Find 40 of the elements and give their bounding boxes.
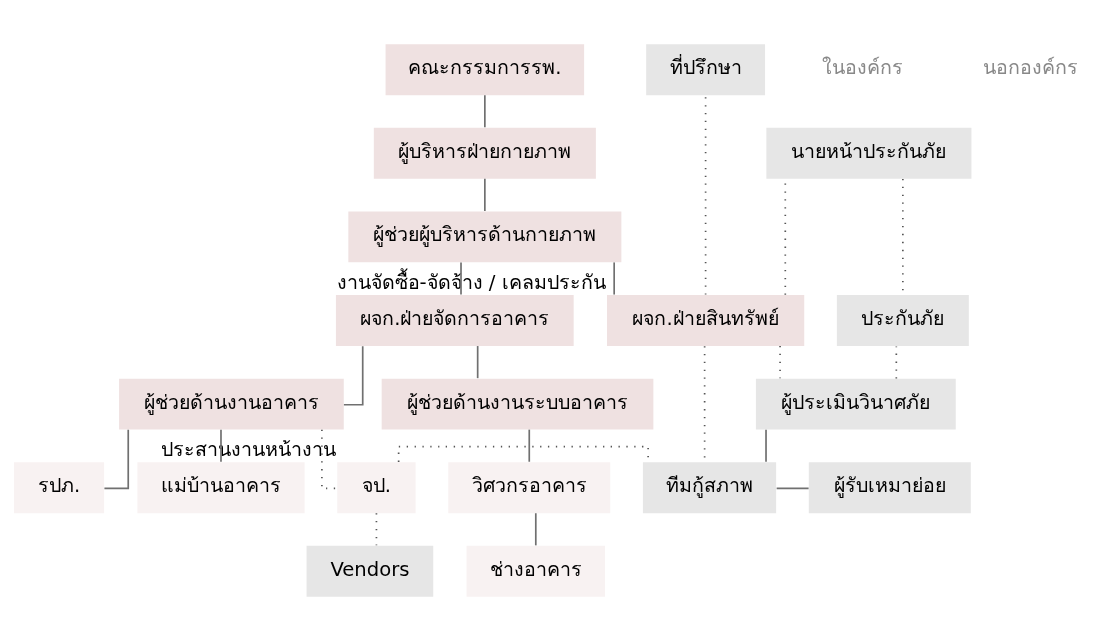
node-box: คณะกรรมการรพ. <box>385 44 585 96</box>
connector <box>775 487 810 490</box>
connector <box>103 428 130 490</box>
connector <box>220 428 222 463</box>
connector <box>528 428 531 463</box>
connector <box>779 345 781 379</box>
node-box: ผู้ช่วยด้านงานระบบอาคาร <box>381 378 654 430</box>
node-box: ประกันภัย <box>836 295 969 346</box>
node-label: งานจัดซื้อ-จัดจ้าง / เคลมประกัน <box>336 270 606 294</box>
node-box: ผู้ช่วยผู้บริหารด้านกายภาพ <box>348 211 622 263</box>
label: นอกองค์กร <box>983 56 1079 80</box>
connector <box>397 445 649 463</box>
node-box: แม่บ้านอาคาร <box>137 462 305 514</box>
node-box: รปภ. <box>13 462 105 514</box>
node-box: ที่ปรึกษา <box>646 44 766 96</box>
connector <box>613 261 615 296</box>
connector <box>765 428 767 463</box>
connector <box>484 94 486 129</box>
node-box: จป. <box>337 462 416 514</box>
connector <box>460 261 462 296</box>
node-box: ผจก.ฝ่ายสินทรัพย์ <box>607 295 805 346</box>
node-box: ผจก.ฝ่ายจัดการอาคาร <box>335 295 574 346</box>
label: ในองค์กร <box>821 56 903 80</box>
connector <box>895 345 898 380</box>
node-box: วิศวกรอาคาร <box>448 462 611 514</box>
node-box: ช่างอาคาร <box>466 545 606 597</box>
node-box: ผู้รับเหมาย่อย <box>808 462 971 514</box>
connector <box>534 512 537 547</box>
node-box: ผู้ประเมินวินาศภัย <box>755 378 956 430</box>
connector <box>484 178 486 212</box>
node-box: นายหน้าประกันภัย <box>766 127 972 179</box>
node-box: ผู้บริหารฝ่ายกายภาพ <box>373 127 596 179</box>
connector <box>704 94 707 296</box>
connector <box>476 345 479 379</box>
connector <box>321 428 338 490</box>
node-label: ประสานงานหน้างาน <box>160 437 336 461</box>
node-box: Vendors <box>306 545 434 597</box>
node-box: ทีมกู้สภาพ <box>642 462 777 514</box>
node-box: ผู้ช่วยด้านงานอาคาร <box>119 378 344 430</box>
connector <box>343 345 364 406</box>
